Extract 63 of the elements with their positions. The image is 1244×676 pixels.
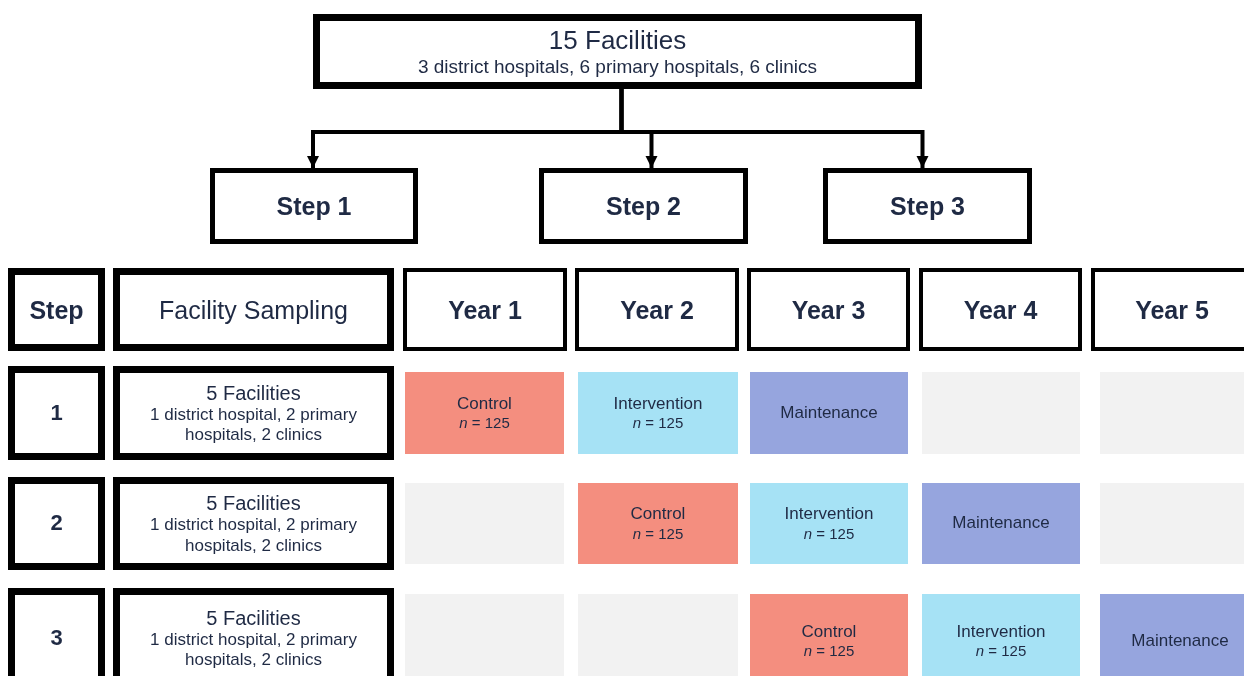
step-label: Step 3 bbox=[890, 191, 965, 221]
step-label: Step 2 bbox=[606, 191, 681, 221]
sample-size: n = 125 bbox=[803, 524, 855, 543]
sample-size: n = 125 bbox=[632, 524, 684, 543]
sample-size: n = 125 bbox=[975, 642, 1027, 661]
column-header bbox=[575, 268, 739, 351]
header-label: Year 1 bbox=[448, 294, 522, 325]
column-header bbox=[403, 268, 567, 351]
phase-cell bbox=[578, 372, 738, 454]
facility-breakdown: 1 district hospital, 2 primary hospitals, 2 clinics bbox=[149, 515, 358, 556]
column-header bbox=[113, 268, 394, 351]
facility-count: 5 Facilities bbox=[206, 380, 301, 405]
phase-label: Intervention bbox=[784, 504, 874, 525]
header-label: Year 3 bbox=[791, 294, 866, 325]
phase-cell bbox=[405, 372, 564, 454]
phase-label: Intervention bbox=[956, 621, 1046, 643]
phase-label: Maintenance bbox=[1131, 630, 1229, 652]
phase-cell bbox=[578, 483, 738, 564]
step-number: 1 bbox=[50, 399, 63, 427]
header-label: Year 5 bbox=[1135, 294, 1209, 325]
facility-cell bbox=[113, 366, 394, 460]
sample-size: n = 125 bbox=[632, 414, 684, 433]
facility-count: 5 Facilities bbox=[206, 491, 301, 516]
sample-size: n = 125 bbox=[803, 642, 855, 661]
step-number-cell bbox=[8, 588, 105, 676]
phase-label: Maintenance bbox=[952, 513, 1050, 534]
step-number: 3 bbox=[50, 624, 63, 652]
phase-cell bbox=[750, 372, 908, 454]
phase-cell bbox=[922, 594, 1080, 676]
phase-cell bbox=[750, 483, 908, 564]
step-box bbox=[539, 168, 748, 244]
phase-label: Intervention bbox=[613, 393, 703, 415]
column-header bbox=[8, 268, 105, 351]
phase-label: Control bbox=[801, 621, 857, 643]
arrow bbox=[619, 89, 929, 168]
phase-label: Control bbox=[630, 504, 686, 525]
column-header bbox=[1091, 268, 1244, 351]
sample-size: n = 125 bbox=[459, 414, 510, 433]
header-label: Year 4 bbox=[963, 294, 1038, 325]
step-label: Step 1 bbox=[276, 191, 352, 221]
phase-cell bbox=[1100, 594, 1244, 676]
facility-title: 15 Facilities bbox=[548, 24, 687, 56]
facility-cell bbox=[113, 588, 394, 676]
facility-cell bbox=[113, 477, 394, 570]
column-header bbox=[747, 268, 910, 351]
header-label: Year 2 bbox=[620, 294, 694, 325]
phase-cell bbox=[750, 594, 908, 676]
header-label: Step bbox=[29, 294, 84, 325]
phase-cell bbox=[922, 483, 1080, 564]
facility-total-box bbox=[313, 14, 922, 89]
facility-breakdown: 1 district hospital, 2 primary hospitals, 2 clinics bbox=[149, 629, 358, 671]
step-number-cell bbox=[8, 366, 105, 460]
column-header bbox=[919, 268, 1082, 351]
step-number: 2 bbox=[50, 510, 63, 537]
header-label: Facility Sampling bbox=[159, 294, 348, 325]
phase-label: Control bbox=[457, 393, 512, 415]
phase-label: Maintenance bbox=[780, 402, 878, 424]
step-box bbox=[823, 168, 1032, 244]
facility-breakdown: 1 district hospital, 2 primary hospitals, 2 clinics bbox=[149, 404, 358, 446]
step-box bbox=[210, 168, 418, 244]
facility-breakdown: 3 district hospitals, 6 primary hospitals, 6 clinics bbox=[417, 55, 818, 79]
step-number-cell bbox=[8, 477, 105, 570]
facility-count: 5 Facilities bbox=[206, 605, 301, 630]
